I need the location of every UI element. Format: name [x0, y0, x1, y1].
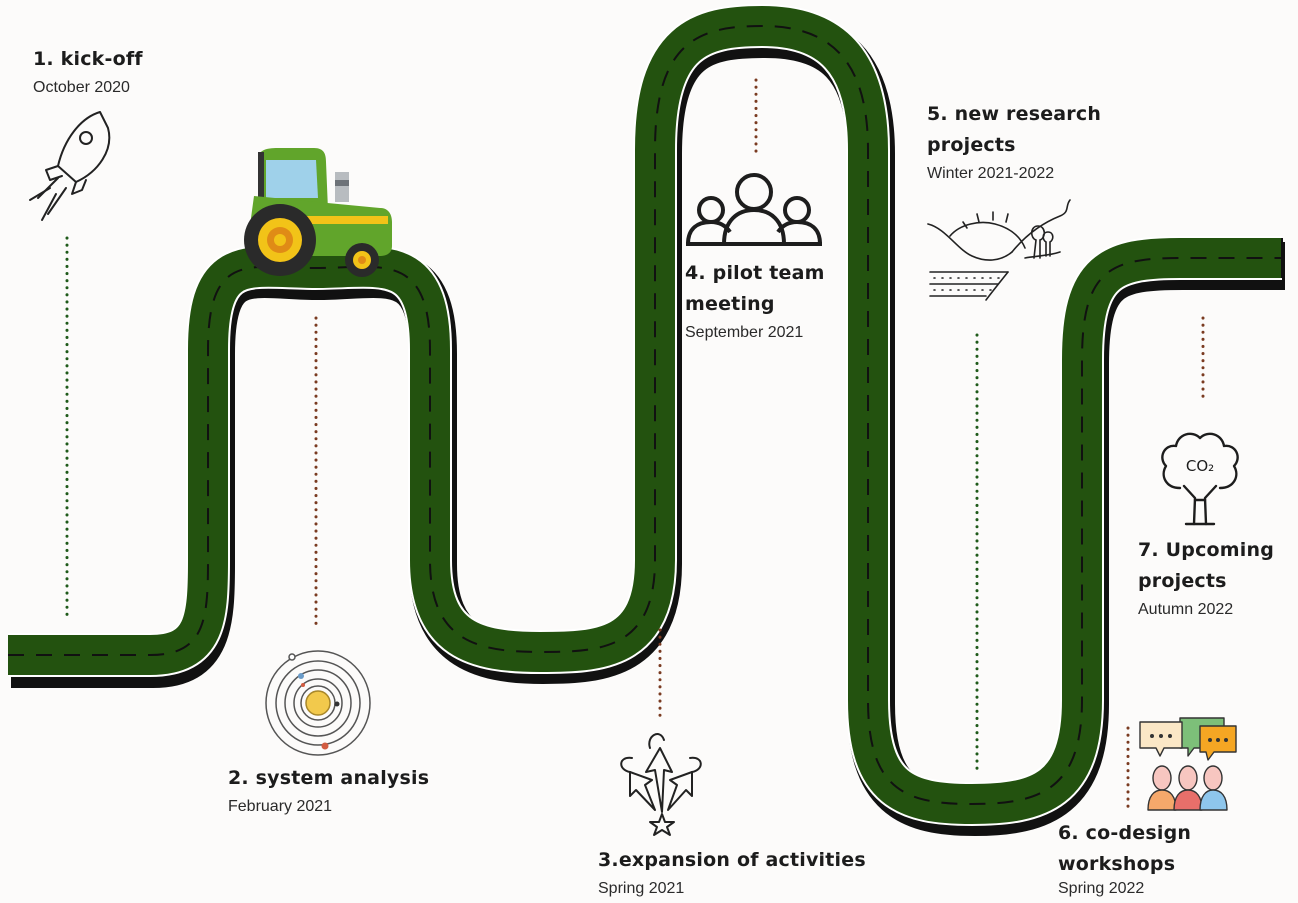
milestone-date: Winter 2021-2022 [927, 165, 1055, 182]
milestone-date: October 2020 [33, 79, 130, 96]
co2-tree-icon: CO₂ [1161, 432, 1239, 526]
milestone-title: 1. kick-off [33, 48, 143, 70]
milestone-title: 4. pilot team meeting [685, 262, 825, 315]
milestone-workshops: 6. co-design workshops Spring 2022 [1058, 818, 1208, 898]
tractor-icon [244, 148, 392, 277]
milestone-kickoff: 1. kick-off October 2020 [33, 44, 143, 97]
milestone-pilot-team: 4. pilot team meeting September 2021 [685, 258, 835, 342]
connector-lines [65, 78, 1205, 814]
milestone-date: February 2021 [228, 798, 333, 815]
milestone-expansion: 3.expansion of activities Spring 2021 [598, 845, 866, 898]
milestone-research: 5. new research projects Winter 2021-202… [927, 99, 1117, 183]
milestone-title: 6. co-design workshops [1058, 822, 1192, 875]
rocket-icon [29, 111, 111, 221]
team-icon [686, 173, 822, 246]
expansion-arrows-icon [620, 733, 702, 836]
people-chat-icon [1139, 717, 1237, 811]
milestone-date: Spring 2021 [598, 880, 685, 897]
milestone-title: 2. system analysis [228, 767, 430, 789]
landscape-icon [927, 199, 1071, 301]
milestone-date: Spring 2022 [1058, 880, 1145, 897]
milestone-system-analysis: 2. system analysis February 2021 [228, 763, 429, 816]
milestone-title: 7. Upcoming projects [1138, 539, 1275, 592]
milestone-date: Autumn 2022 [1138, 601, 1234, 618]
co2-label: CO₂ [1186, 457, 1214, 475]
milestone-date: September 2021 [685, 324, 804, 341]
milestone-upcoming: 7. Upcoming projects Autumn 2022 [1138, 535, 1288, 619]
milestone-title: 3.expansion of activities [598, 849, 866, 871]
milestone-title: 5. new research projects [927, 103, 1102, 156]
solar-system-icon [265, 650, 371, 756]
